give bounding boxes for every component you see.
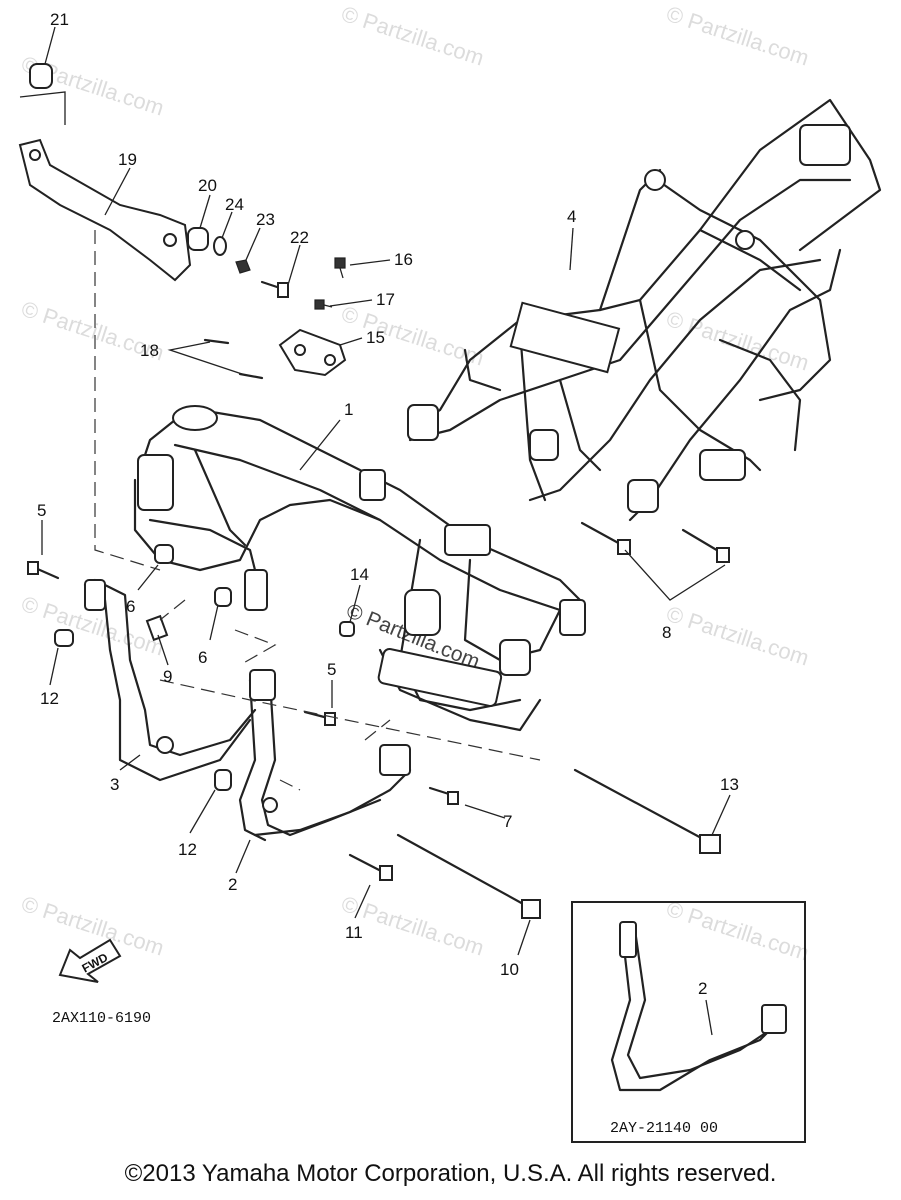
washer-24	[213, 236, 227, 256]
pin-18	[203, 338, 264, 380]
damper-12a	[54, 629, 74, 647]
callout-19: 19	[118, 150, 137, 169]
bolt-7	[428, 786, 459, 805]
damper-21	[19, 63, 66, 125]
inset-panel: 2 2AY-21140 00	[571, 901, 806, 1143]
bracket-19	[18, 138, 192, 282]
screw-17	[314, 299, 333, 310]
screw-16	[334, 257, 346, 279]
callout-1: 1	[344, 400, 353, 419]
nut-14	[339, 621, 355, 637]
watermark: © Partzilla.com	[663, 1, 812, 71]
callout-7: 7	[503, 812, 512, 831]
callout-21: 21	[50, 10, 69, 29]
watermark: © Partzilla.com	[663, 896, 812, 966]
callout-6: 6	[198, 648, 207, 667]
callout-6: 6	[126, 597, 135, 616]
downtube-3	[83, 578, 257, 782]
callout-5: 5	[37, 501, 46, 520]
bolt-5a	[27, 561, 60, 580]
damper-6b	[214, 587, 232, 607]
callout-2: 2	[228, 875, 237, 894]
bolt-8	[580, 521, 730, 563]
rear-subframe	[407, 98, 882, 522]
callout-4: 4	[567, 207, 576, 226]
bolt-22	[260, 280, 289, 298]
inset-code: 2AY-21140 00	[610, 1120, 718, 1137]
callout-5: 5	[327, 660, 336, 679]
callout-2-inset: 2	[698, 979, 707, 998]
downtube-2	[238, 669, 412, 842]
damper-6a	[154, 544, 174, 564]
callout-12: 12	[178, 840, 197, 859]
callout-3: 3	[110, 775, 119, 794]
callout-17: 17	[376, 290, 395, 309]
watermark: © Partzilla.com	[663, 601, 812, 671]
bracket-15	[278, 328, 347, 377]
callout-22: 22	[290, 228, 309, 247]
callout-9: 9	[163, 667, 172, 686]
long-bolt-13	[573, 768, 721, 854]
callout-15: 15	[366, 328, 385, 347]
callout-13: 13	[720, 775, 739, 794]
callout-23: 23	[256, 210, 275, 229]
nut-23	[235, 259, 251, 274]
callout-labels: 1 4 5 5 6 6 7 8 9 10 11 12 12 13 14 15 1…	[37, 10, 739, 979]
callout-8: 8	[662, 623, 671, 642]
parts-diagram: © Partzilla.com © Partzilla.com © Partzi…	[18, 1, 882, 1143]
alignment-lines	[94, 230, 541, 791]
forward-arrow-icon: FWD	[58, 938, 122, 983]
damper-12b	[214, 769, 232, 791]
watermark: © Partzilla.com	[338, 1, 487, 71]
callout-14: 14	[350, 565, 369, 584]
callout-24: 24	[225, 195, 244, 214]
bushing-20	[187, 227, 209, 251]
copyright-notice: ©2013 Yamaha Motor Corporation, U.S.A. A…	[124, 1160, 777, 1187]
callout-12: 12	[40, 689, 59, 708]
watermark: © Partzilla.com	[663, 306, 812, 376]
spacer-9	[145, 614, 169, 642]
callout-18: 18	[140, 341, 159, 360]
watermark: © Partzilla.com	[338, 301, 487, 371]
main-frame	[133, 405, 586, 732]
bolt-11	[348, 853, 393, 881]
bolt-5b	[303, 710, 336, 726]
long-bolt-10	[396, 833, 541, 919]
callout-10: 10	[500, 960, 519, 979]
callout-11: 11	[345, 923, 363, 942]
leader-lines	[41, 26, 731, 956]
callout-20: 20	[198, 176, 217, 195]
diagram-code: 2AX110-6190	[52, 1010, 151, 1027]
callout-16: 16	[394, 250, 413, 269]
